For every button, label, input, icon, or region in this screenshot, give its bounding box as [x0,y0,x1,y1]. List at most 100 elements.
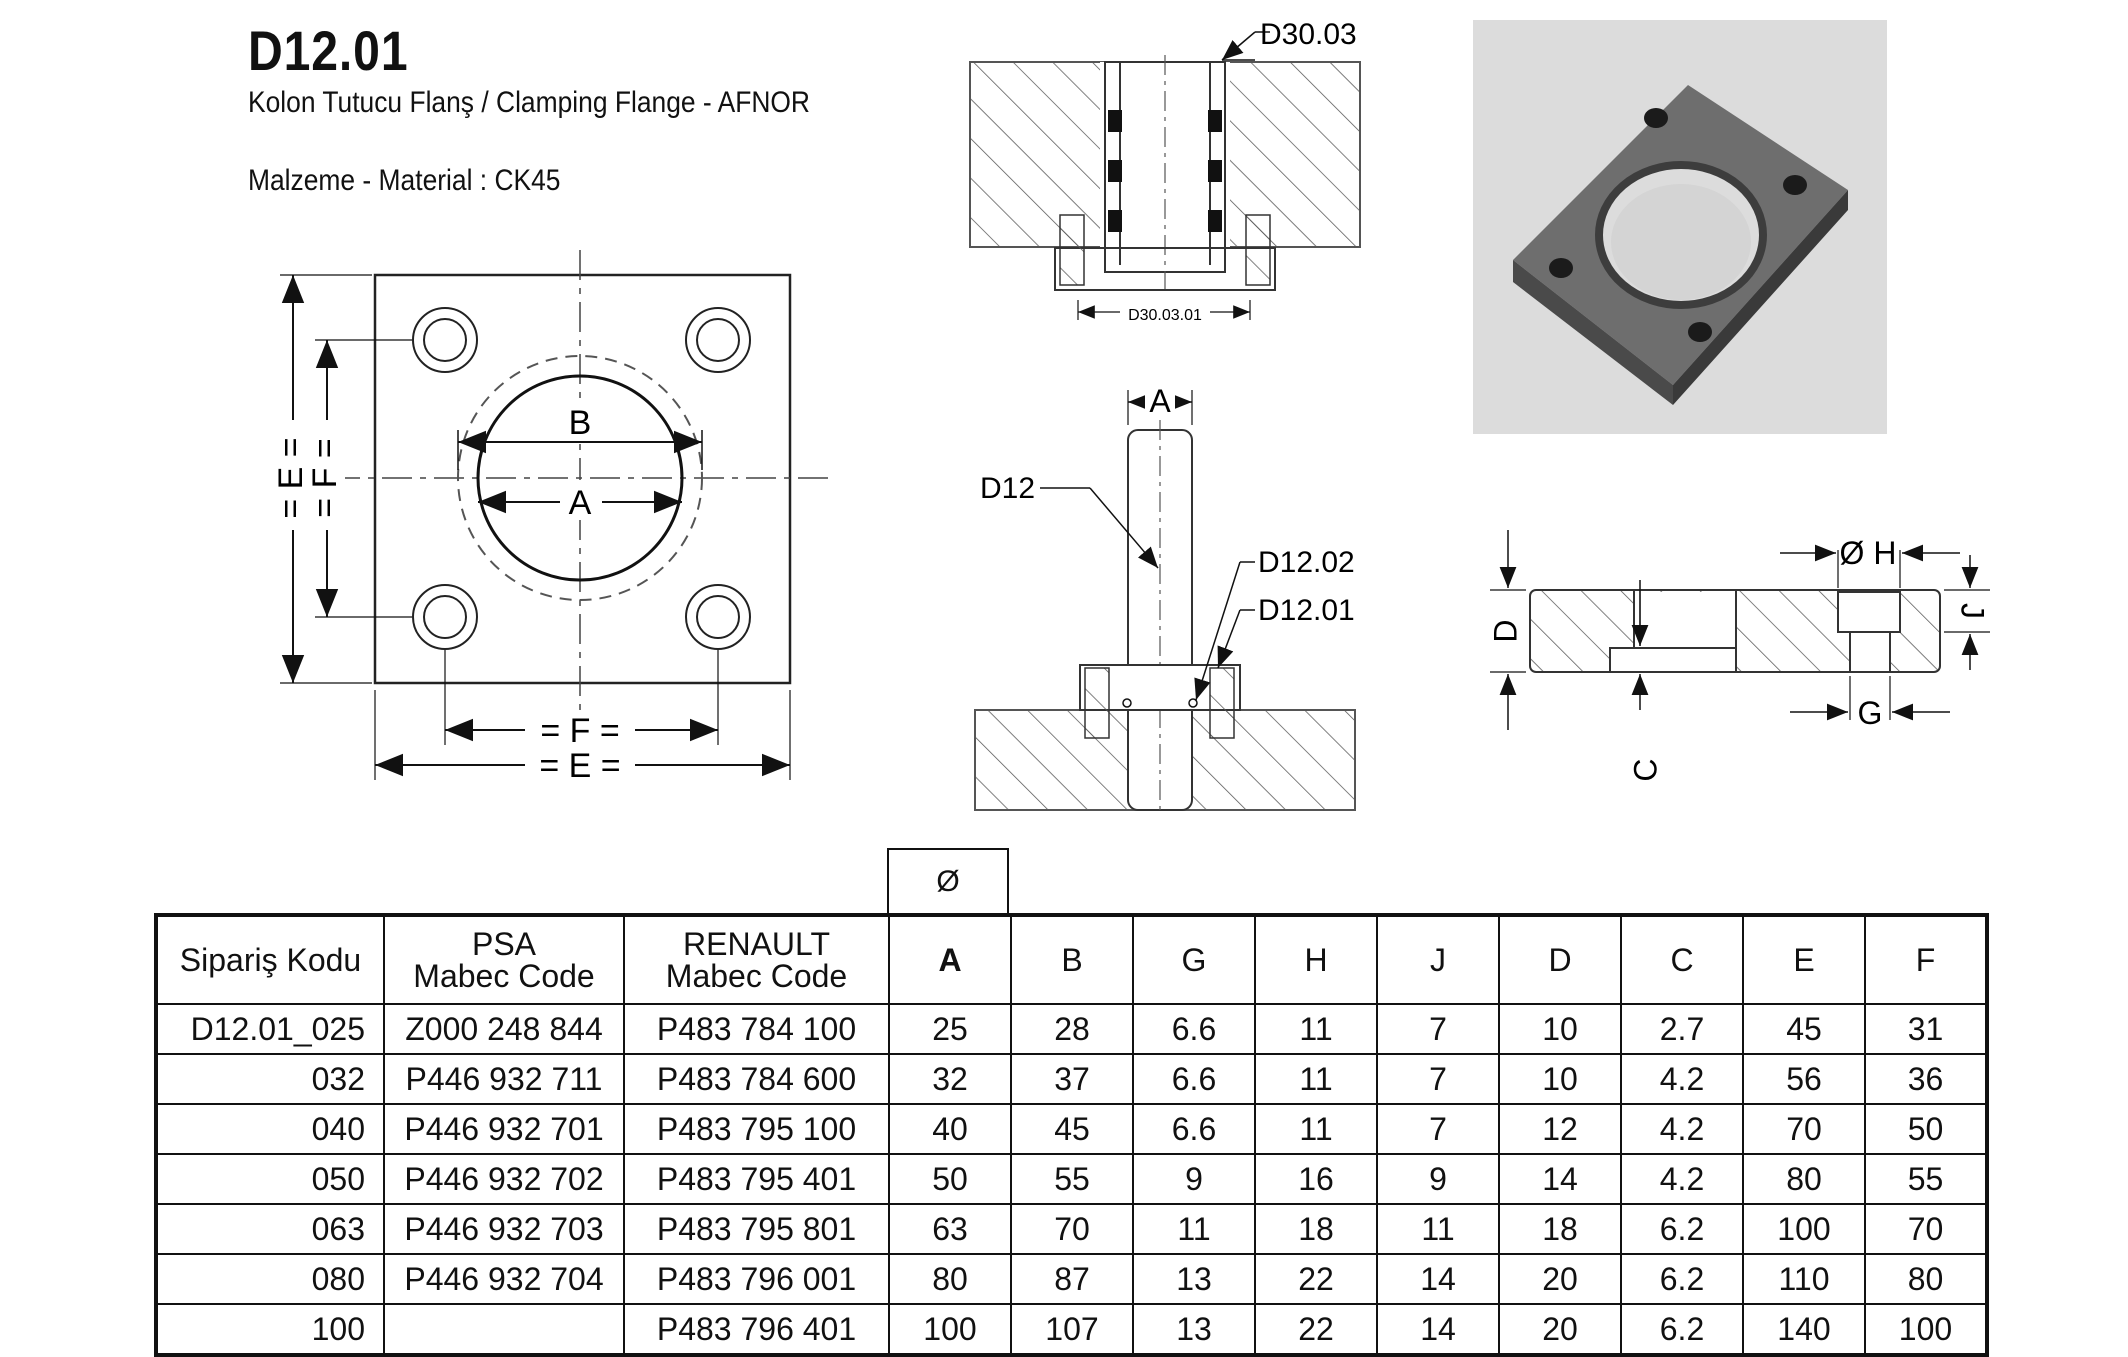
section-dim-label-j: J [1955,603,1991,619]
table-cell-j: 9 [1376,1153,1500,1205]
label-d30-03: D30.03 [1260,18,1357,51]
diameter-symbol-cell: Ø [887,848,1009,913]
part-code-title: D12.01 [248,19,409,82]
table-cell-psa: P446 932 711 [383,1053,625,1105]
table-cell-a: 32 [888,1053,1012,1105]
table-cell-j: 7 [1376,1103,1500,1155]
table-cell-a: 40 [888,1103,1012,1155]
table-cell-c: 2.7 [1620,1003,1744,1055]
table-cell-psa: P446 932 704 [383,1253,625,1305]
table-cell-f: 50 [1864,1103,1988,1155]
table-cell-psa: P446 932 701 [383,1103,625,1155]
technical-drawings: B A = E = = F = = F = = E = [272,18,1991,815]
table-cell-g: 13 [1132,1303,1256,1356]
table-cell-j: 11 [1376,1203,1500,1255]
section-dim-label-g: G [1858,695,1883,731]
table-cell-renault: P483 796 001 [623,1253,890,1305]
table-cell-renault: P483 795 801 [623,1203,890,1255]
table-cell-psa: P446 932 702 [383,1153,625,1205]
table-cell-e: 45 [1742,1003,1866,1055]
table-cell-a: 80 [888,1253,1012,1305]
column-header-code: Sipariş Kodu [155,914,385,1005]
flange-section-view: Ø H G D J C [1487,530,1991,782]
dim-label-e-vertical: = E = [272,437,310,518]
table-cell-c: 4.2 [1620,1103,1744,1155]
table-cell-h: 11 [1254,1103,1378,1155]
table-cell-a: 63 [888,1203,1012,1255]
table-cell-b: 45 [1010,1103,1134,1155]
column-header-c: C [1620,914,1744,1005]
table-cell-renault: P483 784 100 [623,1003,890,1055]
table-cell-code: 040 [155,1103,385,1155]
table-cell-code: D12.01_025 [155,1003,385,1055]
dim-label-e-horizontal: = E = [539,747,620,785]
table-cell-e: 56 [1742,1053,1866,1105]
table-cell-g: 13 [1132,1253,1256,1305]
table-cell-psa [383,1303,625,1356]
table-cell-e: 80 [1742,1153,1866,1205]
table-cell-h: 11 [1254,1053,1378,1105]
table-cell-d: 14 [1498,1153,1622,1205]
dim-label-f-horizontal: = F = [540,712,619,750]
pin-dim-label-a: A [1149,383,1171,419]
table-cell-f: 80 [1864,1253,1988,1305]
bushing-assembly-view: D30.03 D30.03.01 [969,18,1361,324]
table-cell-g: 6.6 [1132,1003,1256,1055]
dim-label-a: A [569,484,592,522]
flange-top-view: B A = E = = F = = F = = E = [272,250,830,785]
table-cell-d: 12 [1498,1103,1622,1155]
dim-label-f-vertical: = F = [306,438,344,517]
table-cell-f: 31 [1864,1003,1988,1055]
label-d12-02: D12.02 [1258,546,1355,579]
column-header-e: E [1742,914,1866,1005]
table-cell-d: 20 [1498,1303,1622,1356]
column-header-a: A [888,914,1012,1005]
table-cell-c: 4.2 [1620,1153,1744,1205]
pin-view: A D12 D12.02 D12.01 [974,383,1356,815]
table-cell-d: 18 [1498,1203,1622,1255]
table-cell-b: 107 [1010,1303,1134,1356]
table-cell-f: 36 [1864,1053,1988,1105]
table-cell-renault: P483 796 401 [623,1303,890,1356]
table-cell-code: 032 [155,1053,385,1105]
table-cell-b: 37 [1010,1053,1134,1105]
table-cell-c: 4.2 [1620,1053,1744,1105]
table-cell-d: 10 [1498,1053,1622,1105]
label-d30-03-01: D30.03.01 [1128,307,1202,324]
column-header-b: B [1010,914,1134,1005]
table-cell-g: 6.6 [1132,1103,1256,1155]
table-cell-g: 11 [1132,1203,1256,1255]
table-cell-code: 050 [155,1153,385,1205]
table-cell-psa: Z000 248 844 [383,1003,625,1055]
table-cell-d: 20 [1498,1253,1622,1305]
table-cell-renault: P483 795 100 [623,1103,890,1155]
table-cell-b: 70 [1010,1203,1134,1255]
table-cell-b: 55 [1010,1153,1134,1205]
table-cell-d: 10 [1498,1003,1622,1055]
material-label: Malzeme - Material : CK45 [248,164,561,197]
table-cell-b: 87 [1010,1253,1134,1305]
table-cell-code: 063 [155,1203,385,1255]
table-cell-c: 6.2 [1620,1203,1744,1255]
product-photo [1473,20,1887,434]
column-header-j: J [1376,914,1500,1005]
table-cell-j: 7 [1376,1053,1500,1105]
dim-label-b: B [569,404,592,442]
table-cell-h: 18 [1254,1203,1378,1255]
flange-render-image [1513,85,1848,405]
column-header-h: H [1254,914,1378,1005]
table-cell-g: 6.6 [1132,1053,1256,1105]
table-cell-psa: P446 932 703 [383,1203,625,1255]
table-cell-f: 70 [1864,1203,1988,1255]
column-header-g: G [1132,914,1256,1005]
label-d12: D12 [980,472,1035,505]
table-cell-f: 100 [1864,1303,1988,1356]
